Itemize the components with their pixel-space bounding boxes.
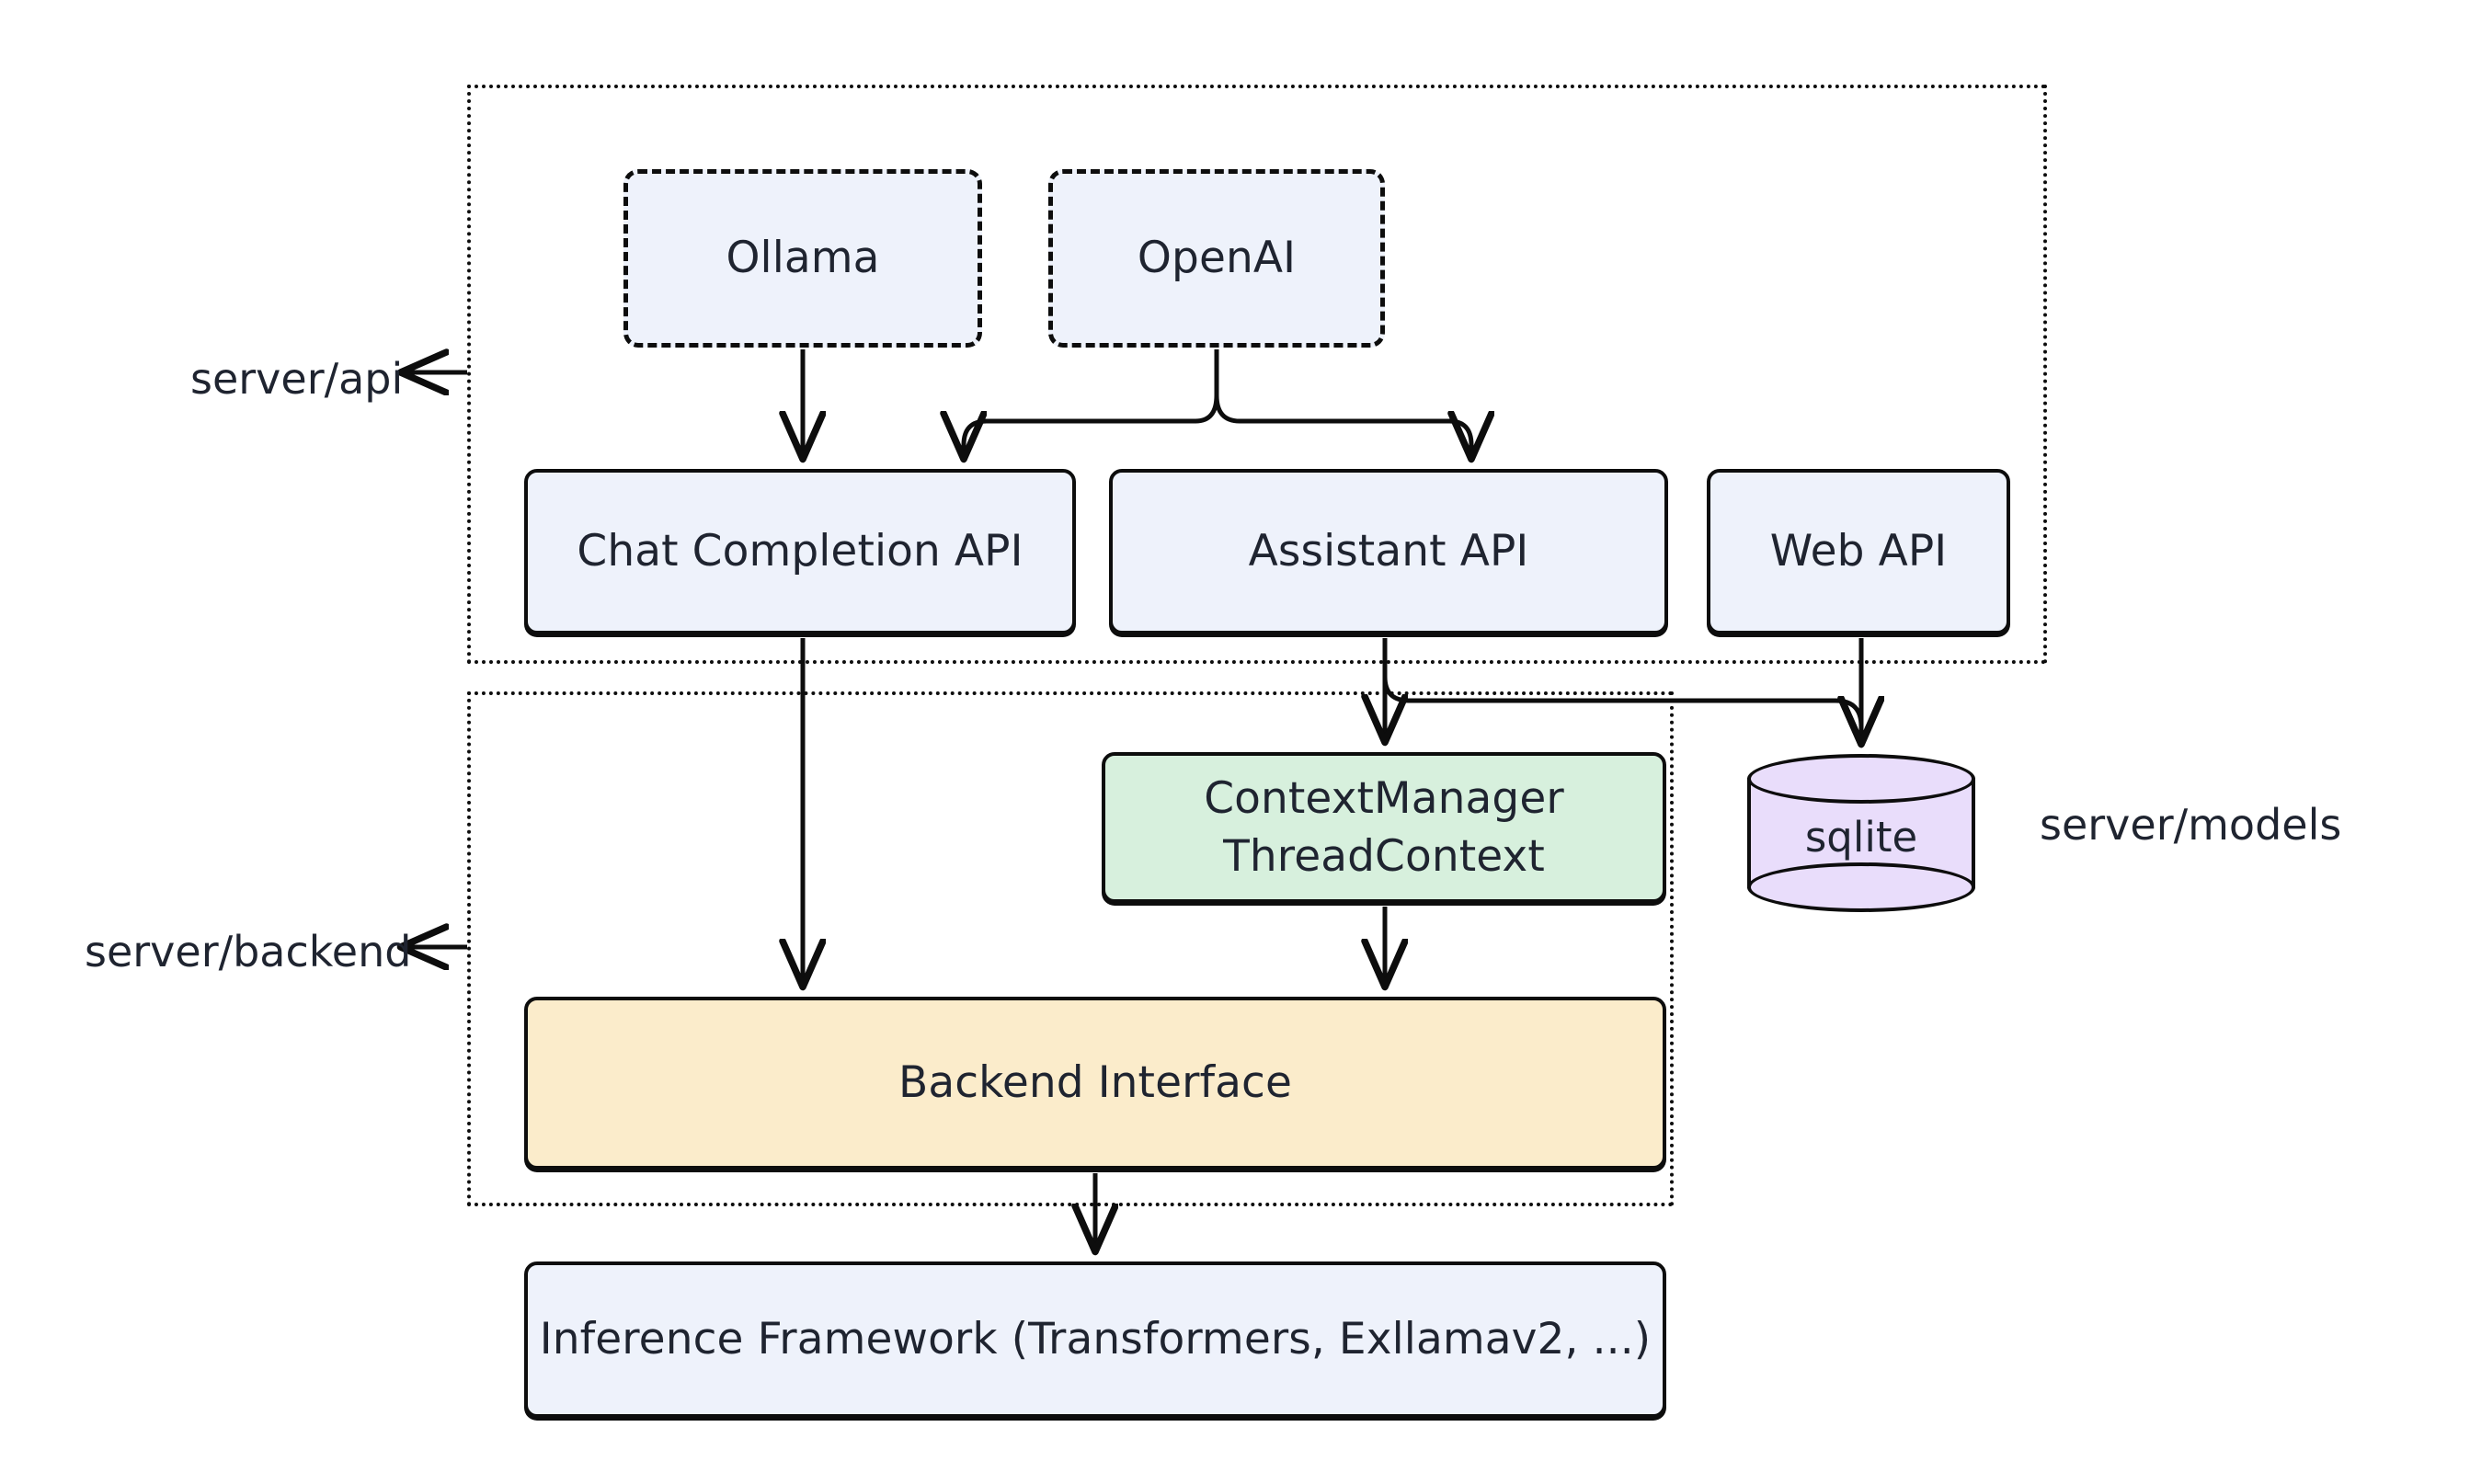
cylinder-bottom-ellipse	[1747, 862, 1975, 912]
node-chat-completion-api[interactable]: Chat Completion API	[524, 469, 1076, 634]
node-sqlite-database[interactable]: sqlite	[1747, 754, 1975, 912]
group-server-api	[467, 85, 2047, 664]
node-openai[interactable]: OpenAI	[1048, 169, 1385, 348]
node-ollama[interactable]: Ollama	[623, 169, 982, 348]
node-ollama-label: Ollama	[726, 233, 880, 284]
node-web-api[interactable]: Web API	[1707, 469, 2010, 634]
cylinder-top-ellipse	[1747, 754, 1975, 804]
group-server-backend	[467, 691, 1674, 1206]
node-inference-framework[interactable]: Inference Framework (Transformers, Exlla…	[524, 1261, 1666, 1418]
node-inference-framework-label: Inference Framework (Transformers, Exlla…	[539, 1314, 1652, 1365]
node-sqlite-label: sqlite	[1804, 813, 1918, 862]
group-label-server-backend: server/backend	[85, 927, 412, 976]
node-assistant-api-label: Assistant API	[1248, 526, 1529, 577]
node-context-manager[interactable]: ContextManager ThreadContext	[1102, 752, 1666, 903]
node-web-api-label: Web API	[1769, 526, 1948, 577]
node-openai-label: OpenAI	[1137, 233, 1297, 284]
node-context-manager-label-line1: ContextManager	[1204, 772, 1564, 824]
node-backend-interface-label: Backend Interface	[898, 1057, 1293, 1109]
node-chat-completion-api-label: Chat Completion API	[577, 526, 1023, 577]
group-label-server-api: server/api	[190, 354, 404, 404]
node-backend-interface[interactable]: Backend Interface	[524, 997, 1666, 1170]
node-assistant-api[interactable]: Assistant API	[1109, 469, 1668, 634]
group-label-server-models: server/models	[2040, 800, 2342, 850]
node-context-manager-label-line2: ThreadContext	[1223, 831, 1545, 882]
